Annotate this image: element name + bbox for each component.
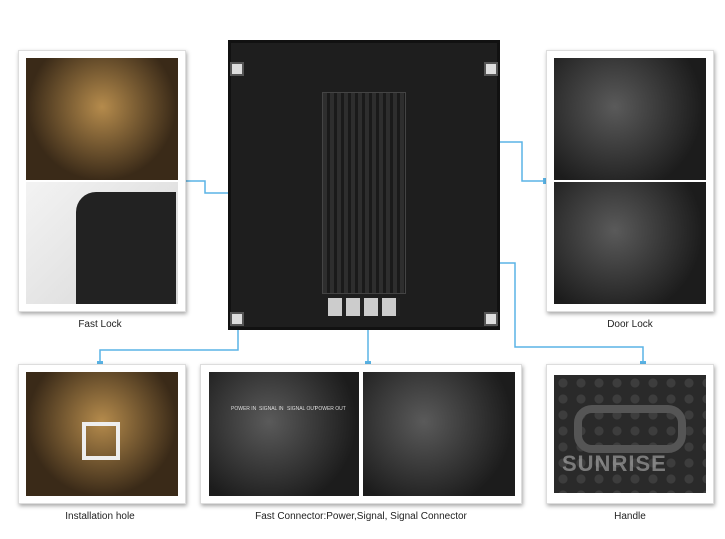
fast-lock-label: Fast Lock	[78, 319, 122, 330]
line-handle	[485, 262, 644, 364]
handle-label: Handle	[614, 511, 646, 522]
watermark: SUNRISE	[562, 451, 667, 476]
door-lock-card	[546, 50, 714, 312]
handle-card: SUNRISE	[546, 364, 714, 504]
line-installation	[99, 322, 239, 364]
power-box-heatsink	[322, 92, 406, 294]
port-label: SIGNAL OUT	[287, 406, 318, 412]
port-label: SIGNAL IN	[259, 406, 284, 412]
port-label: POWER IN	[231, 406, 257, 412]
fast-lock-card	[18, 50, 186, 312]
door-lock-label: Door Lock	[607, 319, 653, 330]
fast-connector-card: POWER IN SIGNAL IN SIGNAL OUT POWER OUT	[200, 364, 522, 504]
installation-hole-card	[18, 364, 186, 504]
fast-connector-label: Fast Connector:Power,Signal, Signal Conn…	[255, 511, 467, 522]
port-label: POWER OUT	[315, 406, 346, 412]
line-fast-lock	[182, 180, 238, 194]
installation-hole-label: Installation hole	[65, 511, 135, 522]
